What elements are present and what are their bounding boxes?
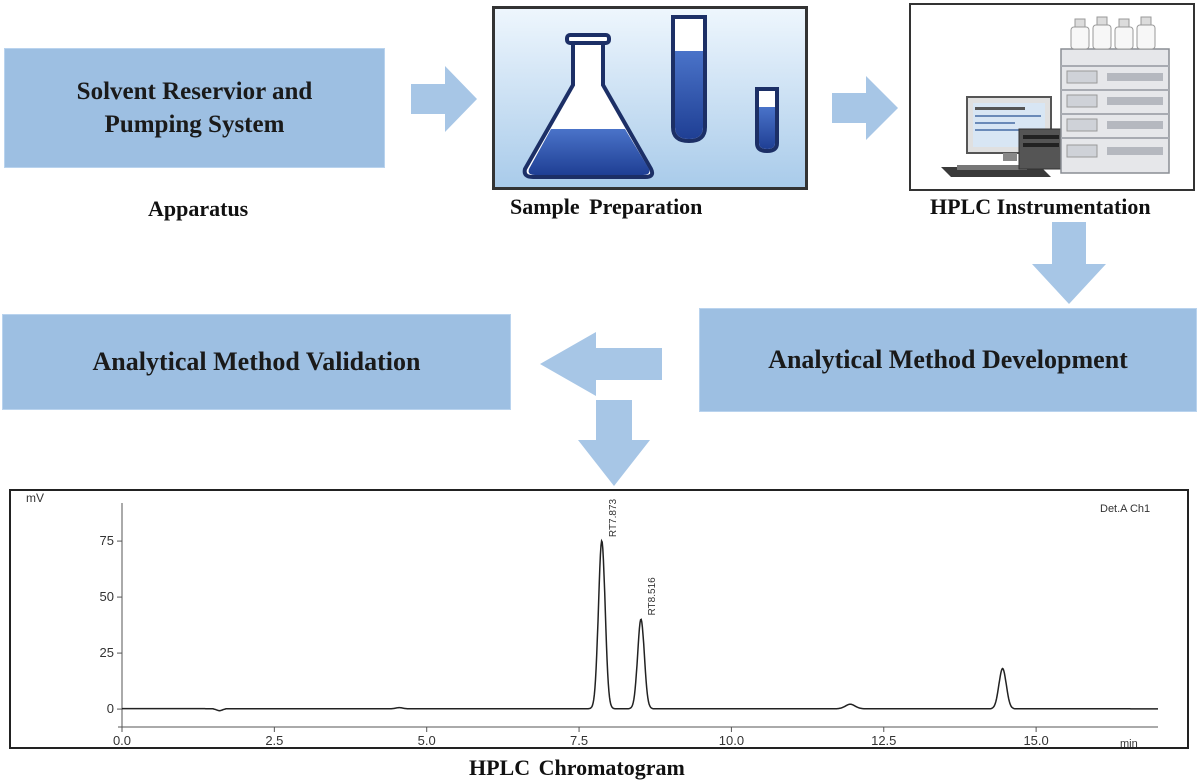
peak-label: RT8.516 (647, 577, 658, 616)
x-tick-label: 5.0 (418, 733, 436, 748)
x-tick-label: 10.0 (719, 733, 744, 748)
x-tick-label: 15.0 (1023, 733, 1048, 748)
chromatogram-trace (122, 538, 1158, 712)
test-tube-small-icon (755, 87, 779, 154)
hplc-stack-icon (1060, 16, 1170, 174)
sample-preparation-image (492, 6, 808, 190)
y-axis-unit: mV (26, 491, 44, 505)
x-axis-unit: min (1120, 738, 1138, 750)
x-tick-label: 2.5 (265, 733, 283, 748)
arrow-right-2 (832, 76, 898, 140)
hplc-instrument-image (909, 3, 1195, 191)
peak-label: RT7.873 (608, 498, 619, 537)
solvent-box-line2: Pumping System (104, 111, 285, 138)
x-tick-label: 12.5 (871, 733, 896, 748)
caption-sample-preparation: Sample Preparation (510, 194, 703, 219)
validation-box-label: Analytical Method Validation (92, 347, 421, 376)
detector-label: Det.A Ch1 (1100, 503, 1150, 515)
y-tick-label: 0 (107, 701, 114, 716)
x-tick-label: 0.0 (113, 733, 131, 748)
x-tick-label: 7.5 (570, 733, 588, 748)
y-tick-label: 25 (100, 645, 114, 660)
arrow-right-1 (411, 66, 477, 132)
arrow-left-1 (540, 332, 662, 396)
test-tube-large-icon (671, 15, 707, 144)
caption-hplc-chromatogram: HPLC Chromatogram (469, 755, 685, 780)
chart-frame (9, 489, 1189, 749)
y-tick-label: 75 (100, 533, 114, 548)
analytical-method-development-box: Analytical Method Development (699, 308, 1197, 412)
analytical-method-validation-box: Analytical Method Validation (2, 314, 511, 410)
arrow-down-2 (578, 400, 650, 486)
pc-tower-icon (1018, 128, 1064, 170)
caption-hplc-instrumentation: HPLC Instrumentation (930, 194, 1151, 219)
arrow-down-1 (1032, 222, 1106, 304)
erlenmeyer-flask-icon (522, 33, 655, 179)
solvent-reservoir-box: Solvent Reservior and Pumping System (4, 48, 385, 168)
development-box-label: Analytical Method Development (768, 345, 1128, 374)
hplc-chromatogram-chart: mV min Det.A Ch1 0 25 50 75 0.0 2.5 5.0 7.5 10.… (9, 489, 1189, 750)
caption-apparatus: Apparatus (148, 196, 249, 221)
y-tick-label: 50 (100, 589, 114, 604)
solvent-box-line1: Solvent Reservior and (76, 78, 313, 105)
